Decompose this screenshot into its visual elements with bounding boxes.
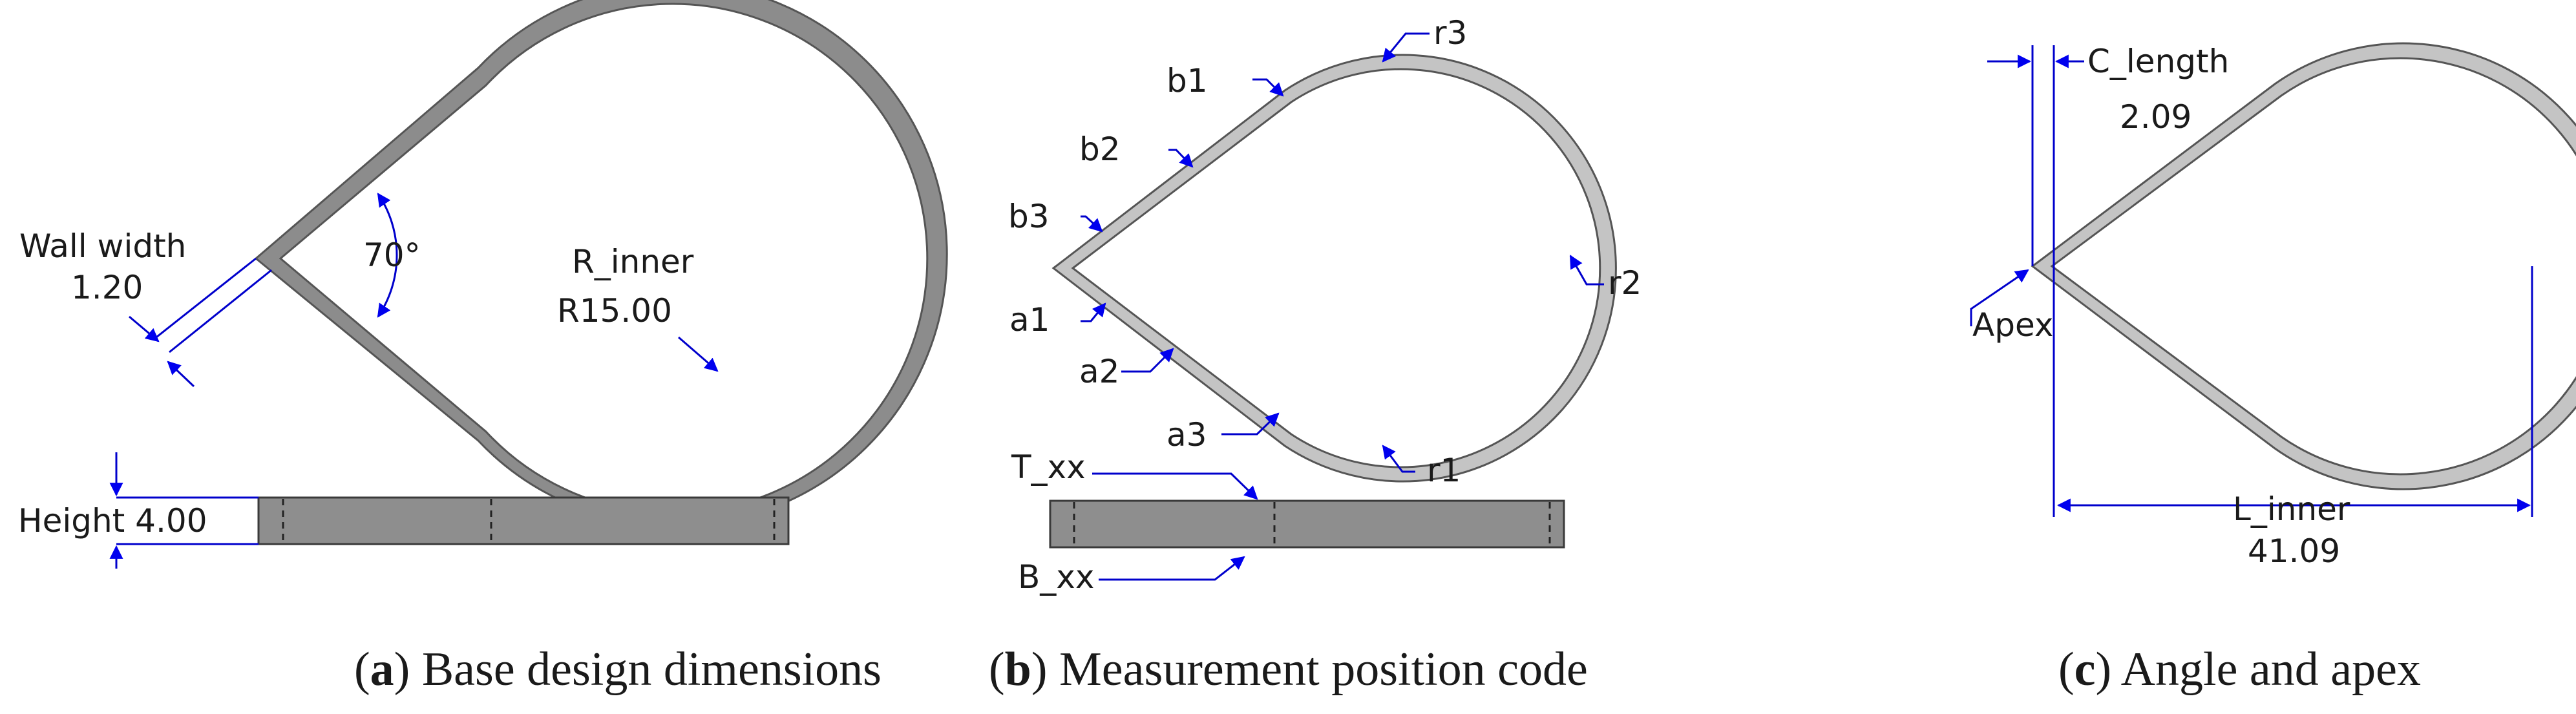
- r-inner-leader: [678, 336, 719, 372]
- caption-a-text: Base design dimensions: [422, 643, 882, 696]
- r-inner-value: R15.00: [557, 292, 672, 330]
- code-a3: a3: [1167, 416, 1207, 454]
- wall-width-dimension: [129, 257, 272, 388]
- wall-width-value: 1.20: [71, 269, 143, 306]
- caption-b-text: Measurement position code: [1059, 643, 1588, 696]
- teardrop-c: [2031, 42, 2576, 490]
- c-length-label: C_length: [2087, 43, 2229, 80]
- caption-b-letter: b: [1005, 643, 1031, 696]
- caption-a: (a) Base design dimensions: [354, 643, 882, 696]
- panel-a: Wall width 1.20 70° R_inner R15.00 Heigh…: [18, 0, 948, 696]
- panel-b: b1 b2 b3 a1 a2 a3 r1 r2 r3 T_xx B_xx (b)…: [989, 14, 1642, 696]
- apex-label: Apex: [1972, 306, 2053, 344]
- height-bar-b: [1049, 499, 1565, 549]
- code-leaders: [1081, 32, 1604, 581]
- height-bar-a: [257, 496, 790, 545]
- caption-c-letter: c: [2075, 643, 2096, 696]
- c-length-dimension: [1987, 45, 2084, 504]
- code-b-xx: B_xx: [1018, 558, 1094, 596]
- code-r2: r2: [1608, 264, 1642, 302]
- c-length-value: 2.09: [2120, 98, 2191, 136]
- caption-b: (b) Measurement position code: [989, 643, 1588, 696]
- code-r3: r3: [1433, 14, 1467, 52]
- wall-width-label: Wall width: [19, 227, 186, 265]
- teardrop-b: [1051, 54, 1617, 483]
- code-a1: a1: [1009, 301, 1050, 339]
- caption-c: (c) Angle and apex: [2058, 643, 2421, 696]
- caption-a-letter: a: [370, 643, 394, 696]
- l-inner-label: L_inner: [2233, 490, 2350, 528]
- panel-c: C_length 2.09 Apex L_inner 41.09 (c) Ang…: [1970, 42, 2576, 696]
- l-inner-dimension: [2053, 266, 2533, 517]
- code-t-xx: T_xx: [1011, 448, 1086, 486]
- l-inner-value: 41.09: [2248, 532, 2340, 570]
- height-dimension: [109, 452, 259, 569]
- height-label: Height 4.00: [18, 502, 207, 540]
- code-r1: r1: [1427, 452, 1461, 489]
- code-b2: b2: [1079, 131, 1121, 168]
- r-inner-label: R_inner: [572, 243, 694, 280]
- caption-c-text: Angle and apex: [2121, 643, 2421, 696]
- angle-dimension: [377, 193, 398, 318]
- apex-leader: [1970, 269, 2029, 326]
- code-b1: b1: [1167, 62, 1208, 100]
- code-a2: a2: [1079, 353, 1119, 390]
- code-b3: b3: [1008, 198, 1050, 235]
- angle-value: 70°: [363, 236, 421, 274]
- teardrop-a: [254, 0, 948, 527]
